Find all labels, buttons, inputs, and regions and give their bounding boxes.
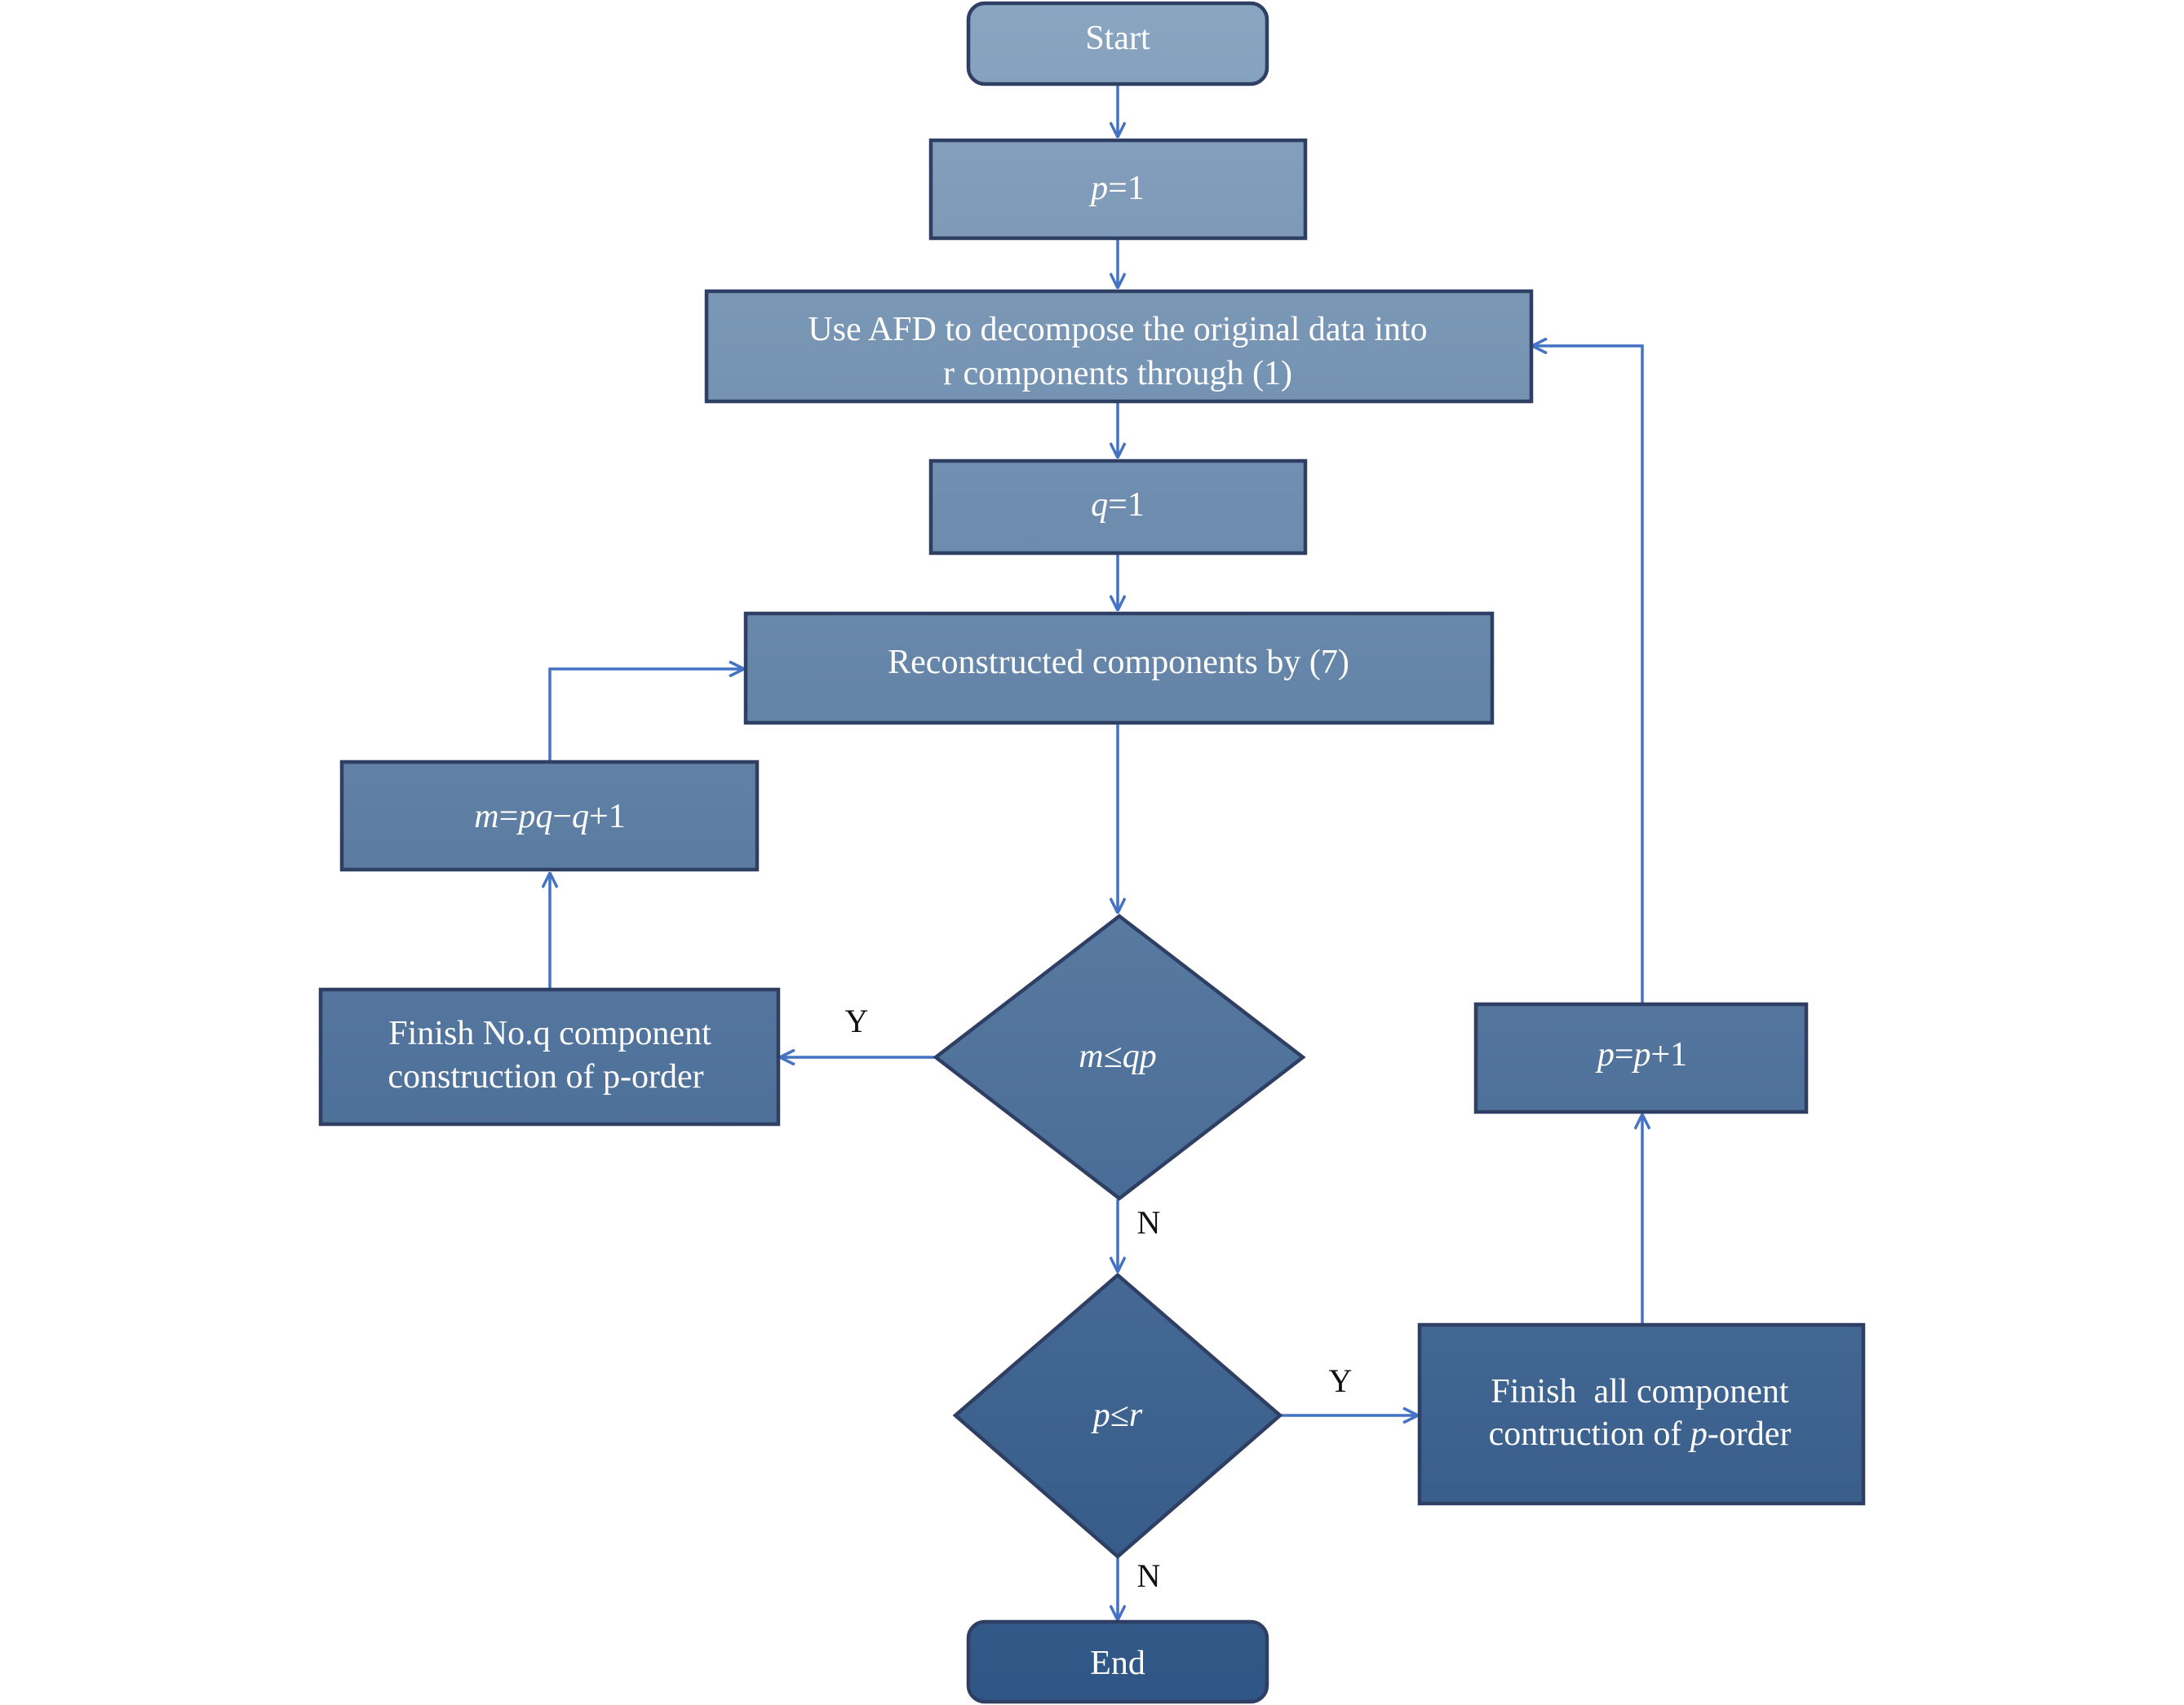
arrow-m-update-to-reconstruct	[548, 669, 744, 760]
node-q-init: q=1	[928, 458, 1308, 556]
cond-m-diamond	[933, 914, 1306, 1201]
cond-m-label: m≤qp	[1079, 1038, 1156, 1075]
node-p-init: p=1	[928, 138, 1308, 241]
cond-p-label: p≤r	[1091, 1397, 1143, 1434]
node-cond-p: p≤r	[952, 1273, 1283, 1559]
finish-all-label-line2: contruction of p-order	[1489, 1415, 1792, 1453]
finish-q-label-line1: Finish No.q component	[388, 1015, 711, 1052]
label-p-yes: Y	[1329, 1362, 1353, 1399]
q-init-box	[928, 458, 1308, 556]
start-label: Start	[1085, 20, 1150, 57]
node-reconstruct: Reconstructed components by (7)	[743, 611, 1495, 725]
node-finish-all: Finish all component contruction of p-or…	[1417, 1322, 1866, 1506]
node-start: Start	[966, 1, 1269, 86]
label-m-no: N	[1137, 1204, 1161, 1241]
finish-all-label-line1: Finish all component	[1491, 1373, 1788, 1410]
start-terminator	[966, 1, 1269, 86]
edge-labels: Y N Y N	[845, 1003, 1353, 1594]
finish-all-box	[1417, 1322, 1866, 1506]
finish-q-box	[318, 987, 781, 1127]
node-end: End	[966, 1619, 1269, 1704]
q-init-label: q=1	[1091, 486, 1145, 524]
p-init-label: p=1	[1088, 170, 1145, 207]
connectors	[550, 86, 1642, 1620]
node-decompose: Use AFD to decompose the original data i…	[704, 289, 1534, 404]
m-update-box	[339, 760, 760, 872]
p-init-box	[928, 138, 1308, 241]
reconstruct-box	[743, 611, 1495, 725]
node-p-increment: p=p+1	[1473, 1002, 1809, 1114]
p-increment-box	[1473, 1002, 1809, 1114]
arrow-p-increment-to-decompose	[1532, 346, 1644, 1003]
label-m-yes: Y	[845, 1003, 869, 1039]
decompose-label-line2: r components through (1)	[943, 355, 1292, 392]
node-cond-m: m≤qp	[933, 914, 1306, 1201]
end-label: End	[1090, 1645, 1145, 1682]
decompose-box	[704, 289, 1534, 404]
end-terminator	[966, 1619, 1269, 1704]
node-finish-q: Finish No.q component construction of p-…	[318, 987, 781, 1127]
m-update-label: m=pq−q+1	[474, 798, 625, 835]
label-p-no: N	[1137, 1557, 1161, 1594]
finish-q-label-line2: construction of p-order	[388, 1058, 703, 1096]
reconstruct-label: Reconstructed components by (7)	[888, 644, 1349, 681]
node-m-update: m=pq−q+1	[339, 760, 760, 872]
decompose-label-line1: Use AFD to decompose the original data i…	[808, 311, 1427, 348]
p-increment-label: p=p+1	[1595, 1036, 1687, 1074]
cond-p-diamond	[952, 1273, 1283, 1559]
